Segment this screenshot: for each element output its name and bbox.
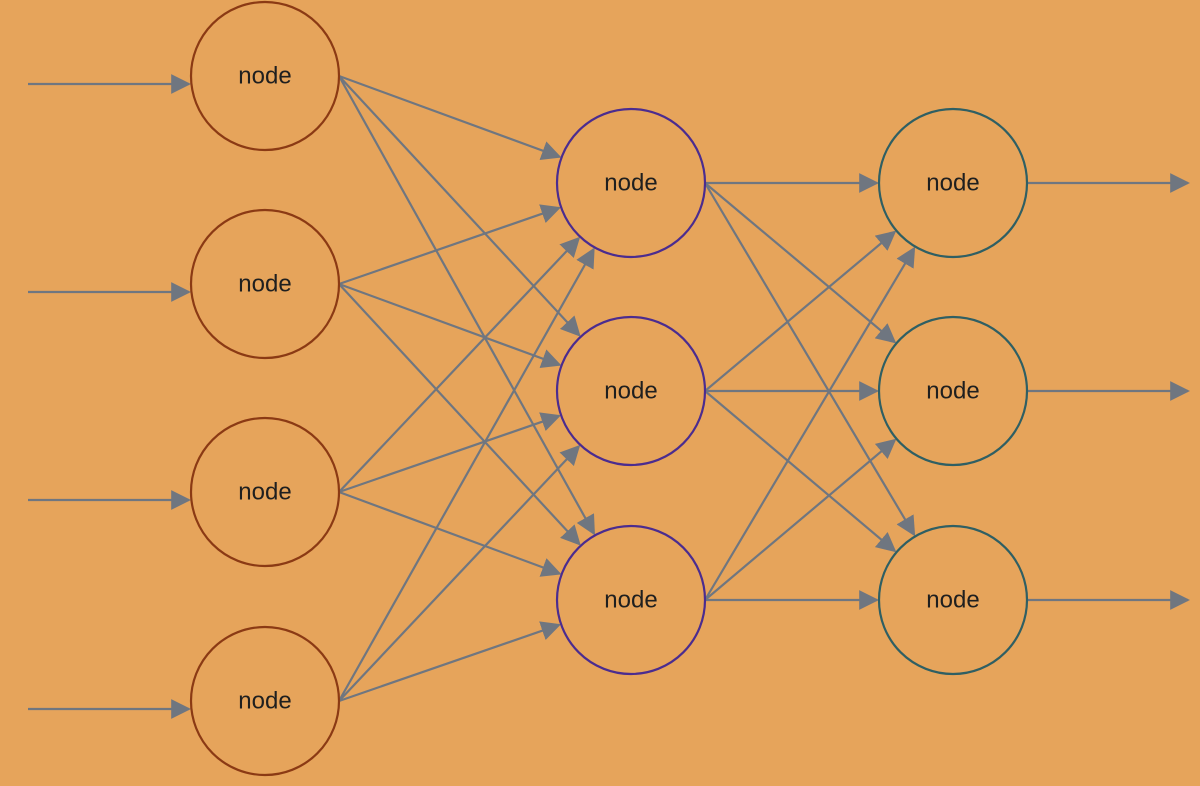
node-circle	[877, 107, 1029, 259]
node-label: node	[926, 377, 979, 404]
hidden-node: node	[555, 315, 707, 467]
input-node: node	[189, 416, 341, 568]
node-circle	[189, 208, 341, 360]
node-circle	[555, 107, 707, 259]
edges-layer	[28, 74, 1190, 719]
connection-arrow	[338, 621, 562, 703]
connection-arrow	[704, 246, 916, 601]
node-label: node	[604, 377, 657, 404]
node-label: node	[238, 270, 291, 297]
node-label: node	[926, 169, 979, 196]
connection-arrow	[338, 412, 562, 494]
output-node: node	[877, 315, 1029, 467]
node-circle	[555, 524, 707, 676]
output-node: node	[877, 524, 1029, 676]
connection-arrow	[704, 182, 916, 537]
node-label: node	[604, 169, 657, 196]
output-node: node	[877, 107, 1029, 259]
input-node: node	[189, 625, 341, 777]
connection-arrow	[338, 490, 562, 577]
connection-arrow	[338, 283, 581, 546]
nodes-layer: node node node node node node node node node node	[189, 0, 1029, 777]
node-label: node	[926, 586, 979, 613]
connection-arrow	[338, 282, 562, 369]
connection-arrow	[338, 75, 595, 536]
connection-arrow	[338, 75, 581, 337]
hidden-node: node	[555, 524, 707, 676]
node-circle	[555, 315, 707, 467]
hidden-node: node	[555, 107, 707, 259]
connection-arrow	[704, 390, 897, 553]
node-circle	[877, 315, 1029, 467]
connection-arrow	[338, 236, 581, 493]
node-label: node	[238, 687, 291, 714]
connection-arrow	[338, 444, 581, 702]
node-label: node	[238, 62, 291, 89]
connection-arrow	[338, 247, 595, 702]
node-circle	[189, 625, 341, 777]
connection-arrow	[704, 182, 897, 344]
connection-arrow	[704, 230, 897, 392]
node-circle	[189, 416, 341, 568]
node-label: node	[238, 478, 291, 505]
node-circle	[189, 0, 341, 152]
connection-arrow	[338, 204, 562, 286]
connection-arrow	[704, 438, 897, 601]
input-node: node	[189, 208, 341, 360]
node-label: node	[604, 586, 657, 613]
node-circle	[877, 524, 1029, 676]
input-node: node	[189, 0, 341, 152]
connection-arrow	[338, 74, 562, 161]
